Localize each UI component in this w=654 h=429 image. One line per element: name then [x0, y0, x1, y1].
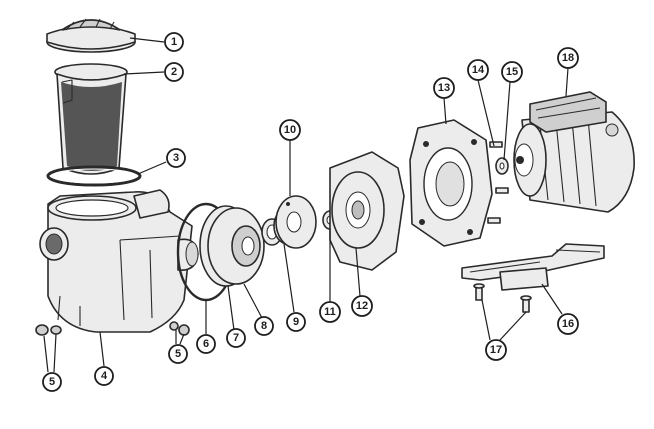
callout-5a: 5: [42, 372, 62, 392]
seal-housing: [329, 151, 405, 271]
callout-5a-label: 5: [49, 376, 55, 388]
callout-11: 11: [319, 301, 341, 323]
seal-plate: [275, 195, 317, 249]
callout-9: 9: [286, 312, 306, 332]
callout-14-label: 14: [472, 64, 485, 76]
base-screws: [473, 283, 532, 313]
callout-6-label: 6: [203, 338, 209, 350]
strainer-lid: [46, 18, 136, 53]
callout-3-label: 3: [173, 152, 179, 164]
washer: [495, 157, 509, 175]
callout-13-label: 13: [438, 82, 450, 94]
callout-13: 13: [433, 77, 455, 99]
callout-3: 3: [166, 148, 186, 168]
leader-lines: [43, 37, 569, 373]
callout-4-label: 4: [101, 370, 108, 382]
callout-17-label: 17: [490, 344, 502, 356]
callout-15: 15: [501, 61, 523, 83]
callout-12: 12: [351, 295, 373, 317]
callout-5b-label: 5: [175, 348, 181, 360]
callout-6: 6: [196, 334, 216, 354]
callout-2: 2: [164, 62, 184, 82]
callout-5b: 5: [168, 344, 188, 364]
motor-base: [461, 243, 605, 291]
callout-8: 8: [254, 316, 274, 336]
callout-17: 17: [485, 339, 507, 361]
callout-18: 18: [557, 47, 579, 69]
callout-8-label: 8: [261, 320, 267, 332]
callout-11-label: 11: [324, 306, 336, 318]
callout-10: 10: [279, 119, 301, 141]
basket-o-ring: [46, 165, 142, 187]
strainer-basket: [54, 63, 128, 175]
callout-10-label: 10: [284, 124, 296, 136]
callout-12-label: 12: [356, 300, 368, 312]
callout-14: 14: [467, 59, 489, 81]
bracket-bolts: [487, 141, 509, 224]
callout-15-label: 15: [506, 66, 518, 78]
motor-bracket: [409, 119, 493, 247]
callout-16: 16: [557, 313, 579, 335]
callout-4: 4: [94, 366, 114, 386]
pump-housing: [39, 189, 199, 333]
callout-1-label: 1: [171, 36, 177, 48]
callout-2-label: 2: [171, 66, 177, 78]
drain-plugs: [35, 321, 190, 336]
callout-16-label: 16: [562, 318, 574, 330]
motor: [513, 91, 635, 213]
callout-1: 1: [164, 32, 184, 52]
callout-7-label: 7: [233, 332, 239, 344]
callout-7: 7: [226, 328, 246, 348]
callout-18-label: 18: [562, 52, 574, 64]
callout-9-label: 9: [293, 316, 299, 328]
impeller: [207, 207, 265, 285]
